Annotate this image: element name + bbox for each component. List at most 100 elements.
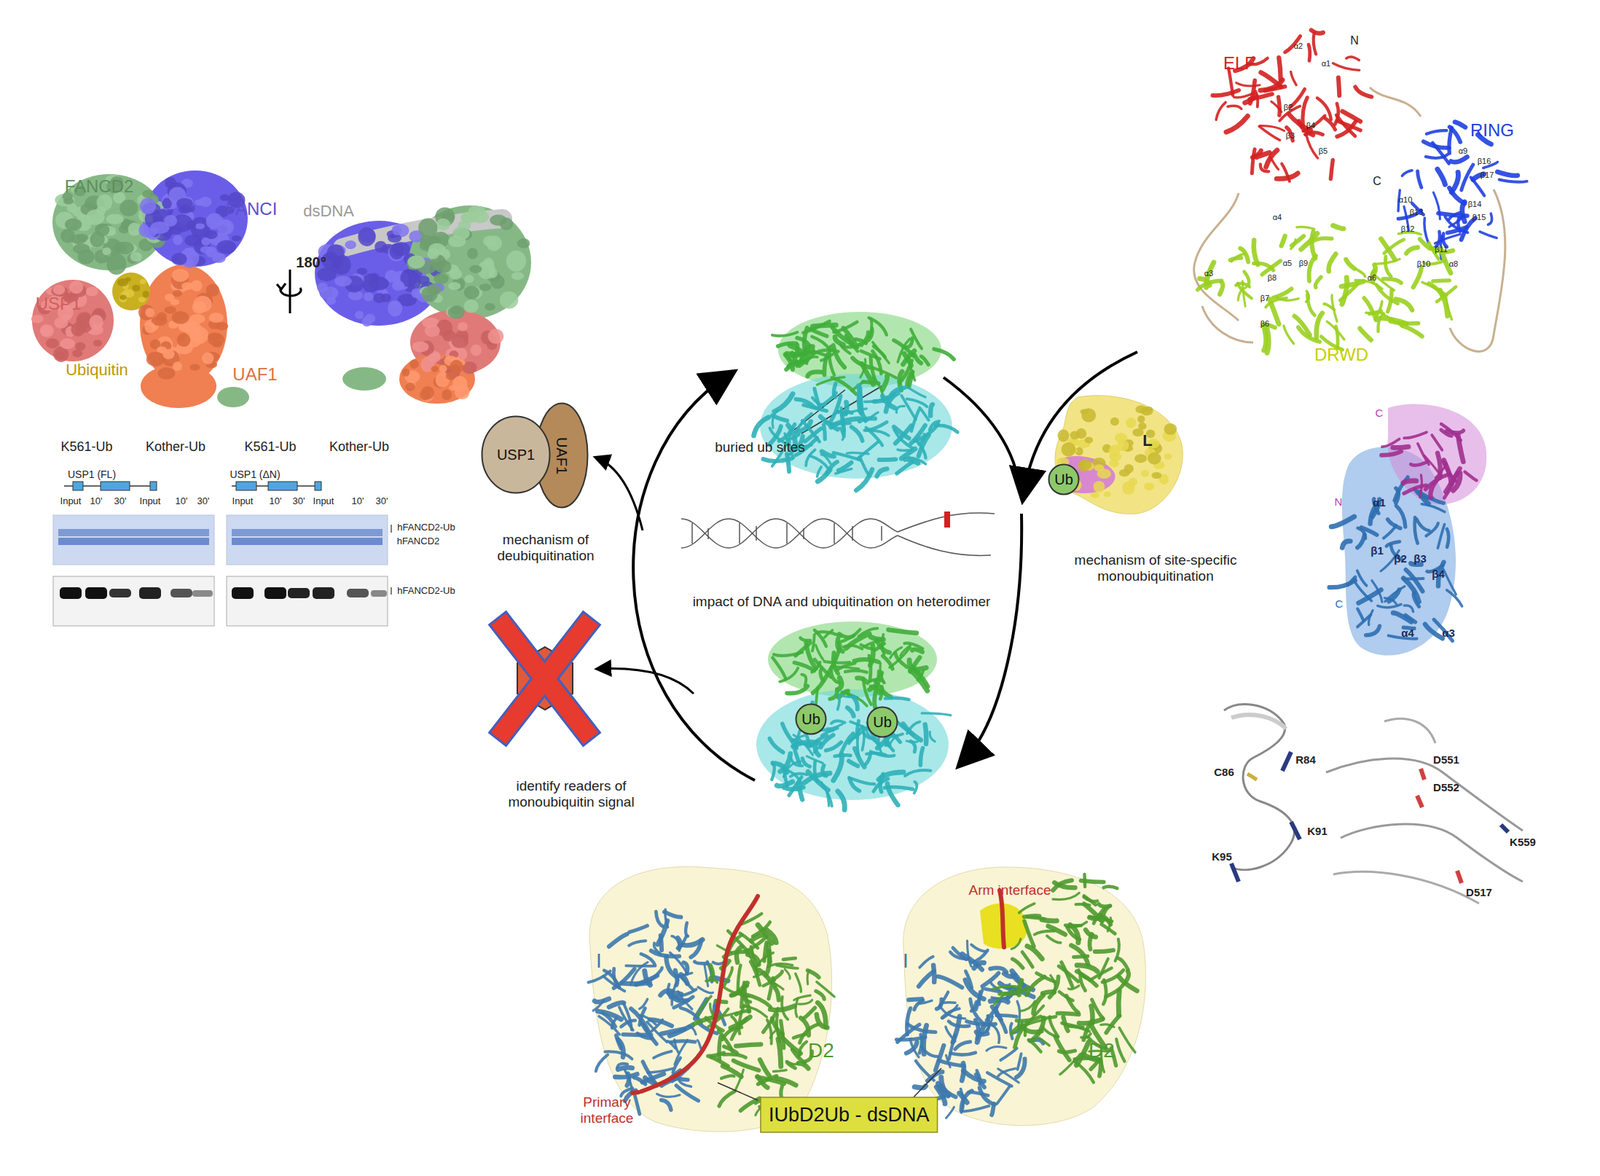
ribbon (842, 645, 862, 650)
ribbon (1424, 455, 1442, 477)
label: impact of DNA and ubiquitination on hete… (692, 593, 991, 610)
ribbon (1406, 247, 1418, 254)
ribbon (1078, 969, 1090, 980)
ribbon (975, 1020, 979, 1039)
density-blob (1114, 432, 1128, 443)
ribbon (939, 1060, 964, 1066)
ribbon (910, 425, 926, 444)
ribbon (1012, 958, 1023, 968)
density-blob (1103, 491, 1112, 498)
ribbon (1385, 256, 1391, 277)
density-blob (1093, 480, 1106, 493)
label: β4 (1306, 120, 1316, 131)
ribbon (1385, 586, 1405, 602)
ribbon (1048, 926, 1066, 935)
ribbon (1017, 1053, 1022, 1070)
label: β8 (1267, 273, 1277, 283)
ribbon (676, 1085, 698, 1101)
shape-outline (796, 704, 827, 735)
ribbon (1450, 156, 1467, 162)
ribbon (841, 695, 857, 698)
ribbon (846, 452, 869, 454)
ribbon (1074, 1061, 1094, 1083)
density-blob (402, 368, 411, 377)
crossed-out-reader (504, 626, 586, 731)
density-blob (215, 322, 229, 331)
density-blob (189, 326, 209, 344)
density-blob (171, 268, 189, 282)
label: I (902, 949, 909, 973)
ribbon (759, 1059, 770, 1076)
label: K561-Ub (244, 439, 296, 455)
density-blob (1151, 472, 1162, 479)
ribbon (1433, 280, 1450, 282)
ribbon (795, 399, 815, 409)
ribbon (865, 421, 887, 430)
ribbon (986, 1046, 1007, 1051)
ribbon (946, 1055, 951, 1068)
label: D551 (1433, 753, 1460, 766)
ribbon (1332, 63, 1359, 71)
label: α3 (1441, 626, 1456, 639)
ribbon (1253, 240, 1258, 265)
shape-outline (867, 707, 898, 738)
ribbon (910, 1038, 919, 1058)
ribbon (790, 757, 803, 766)
ribbon (950, 1052, 976, 1056)
ribbon (999, 987, 1028, 994)
ribbon (1119, 1028, 1136, 1053)
ribbon (1413, 267, 1422, 288)
density-blob (158, 367, 176, 379)
ribbon (877, 469, 888, 477)
ribbon (1313, 33, 1316, 55)
ribbon (910, 367, 916, 381)
label: D2 (808, 1038, 835, 1063)
ribbon (888, 629, 917, 633)
ribbon (671, 936, 680, 951)
ribbon (795, 973, 802, 992)
density-blob (119, 295, 127, 301)
density-blob (40, 324, 54, 338)
label: α1 (1372, 496, 1386, 509)
ribbon (1357, 609, 1364, 621)
label: 10' (351, 496, 365, 508)
node-text: USP1 (496, 446, 535, 464)
density-blob (117, 278, 129, 287)
density-blob (1164, 423, 1178, 435)
ribbon (1216, 102, 1226, 120)
density-blob (106, 253, 127, 275)
ribbon (625, 963, 653, 967)
ribbon (1271, 101, 1282, 112)
ribbon (829, 395, 841, 423)
density-blob (1132, 428, 1144, 437)
density-blob (1093, 464, 1104, 472)
gel (53, 481, 392, 626)
ribbon (1446, 528, 1449, 548)
ribbon (1231, 254, 1245, 263)
density-blob (139, 279, 147, 285)
label: β5 (1318, 146, 1328, 156)
ribbon (735, 1069, 744, 1091)
density-blob (1109, 459, 1120, 468)
density-blob (483, 235, 497, 247)
leader-lines (717, 1068, 942, 1101)
label: buried ub sites (714, 439, 806, 456)
ribbon (813, 675, 827, 693)
ribbon (851, 426, 863, 441)
label: Kother-Ub (145, 439, 206, 455)
ribbon (733, 1060, 760, 1071)
ribbon (785, 354, 803, 357)
ribbon (790, 773, 808, 777)
ribbon (622, 982, 650, 985)
ribbon (1426, 130, 1447, 135)
density-blob (70, 322, 85, 337)
ribbon (681, 974, 688, 984)
ribbon (1479, 231, 1497, 239)
density-blob (511, 271, 525, 280)
ribbon (773, 1070, 787, 1072)
ribbon (889, 735, 898, 745)
ribbon (833, 754, 843, 781)
ribbon (735, 1044, 761, 1046)
ribbon (806, 756, 823, 764)
ribbon (710, 1004, 713, 1015)
